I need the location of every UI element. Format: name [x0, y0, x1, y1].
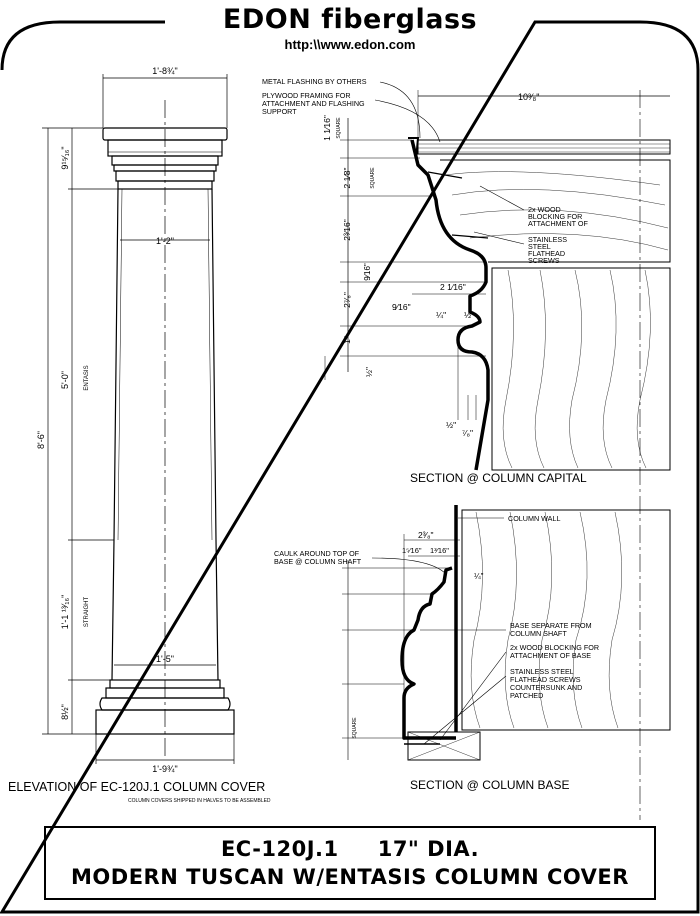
note-metal-flashing: METAL FLASHING BY OTHERS [262, 77, 367, 86]
dim-cap-1: 1 1⁄16" [322, 115, 332, 141]
note-screws-2: STEEL [528, 242, 551, 251]
note-base-screws-2: FLATHEAD SCREWS [510, 675, 581, 684]
note-blocking-2: BLOCKING FOR [528, 212, 582, 221]
base-section-caption: SECTION @ COLUMN BASE [410, 778, 570, 792]
dim-base-a: 1⁵⁄16" [402, 546, 422, 555]
title-model-line: EC-120J.1 17" DIA. [220, 837, 480, 861]
dim-cap-h6: ⁷⁄₈" [462, 428, 473, 438]
note-caulk-2: BASE @ COLUMN SHAFT [274, 557, 362, 566]
title-description-line: MODERN TUSCAN W/ENTASIS COLUMN COVER [71, 865, 629, 889]
base-section [342, 505, 671, 761]
website-url: http:\\www.edon.com [284, 37, 416, 52]
dim-base-top: 2³⁄₈" [418, 530, 434, 540]
dim-cap-4: 9⁄16" [363, 263, 372, 281]
label-entasis: ENTASIS [84, 365, 90, 390]
dim-cap-5: 2⁷⁄₈" [342, 292, 352, 308]
capital-section-caption: SECTION @ COLUMN CAPITAL [410, 471, 587, 485]
note-base-blocking-1: 2x WOOD BLOCKING FOR [510, 643, 599, 652]
dim-cap-3: 2³⁄16" [342, 219, 352, 240]
dim-neck-width: 1'-2" [156, 236, 174, 246]
header: EDON fiberglass http:\\www.edon.com [0, 4, 700, 52]
note-base-screws-4: PATCHED [510, 691, 543, 700]
label-cap-1: SQUARE [336, 117, 342, 139]
capital-section-text: METAL FLASHING BY OTHERS PLYWOOD FRAMING… [262, 77, 589, 438]
dim-total-height: 8'-6" [36, 431, 46, 449]
note-base-separate-2: COLUMN SHAFT [510, 629, 567, 638]
brand-title: EDON fiberglass [222, 4, 478, 35]
note-plywood-3: SUPPORT [262, 107, 297, 116]
dim-cap-h4: ½" [464, 310, 474, 320]
note-base-screws-1: STAINLESS STEEL [510, 667, 574, 676]
note-base-separate-1: BASE SEPARATE FROM [510, 621, 592, 630]
dim-base-c: ¼" [474, 572, 484, 581]
dim-cap-6: 1" [342, 336, 352, 344]
dim-cap-h3: ¼" [436, 310, 446, 320]
dim-cap-h1: 2 1⁄16" [440, 282, 466, 292]
dim-base-height: 8½" [60, 704, 70, 720]
note-plywood-2: ATTACHMENT AND FLASHING [262, 99, 365, 108]
dim-cap-h2: 9⁄16" [392, 302, 411, 312]
sheet-frame [0, 20, 700, 914]
elevation-caption: ELEVATION OF EC-120J.1 COLUMN COVER [8, 780, 265, 794]
dim-cap-h5: ½" [446, 420, 456, 430]
note-screws-3: FLATHEAD [528, 249, 565, 258]
dim-capital-height: 9¹⁵⁄₁₆" [60, 146, 70, 169]
title-block: EC-120J.1 17" DIA. MODERN TUSCAN W/ENTAS… [44, 826, 656, 900]
note-base-screws-3: COUNTERSUNK AND [510, 683, 582, 692]
note-column-wall: COLUMN WALL [508, 514, 560, 523]
base-section-text: COLUMN WALL 2³⁄₈" 1⁵⁄16" 1³⁄16" ¼" CAULK… [274, 514, 599, 739]
dim-cap-2: 2 1⁄8" [342, 168, 352, 189]
dim-top-width: 1'-8¾" [152, 66, 177, 76]
note-screws-1: STAINLESS [528, 235, 567, 244]
label-straight: STRAIGHT [84, 597, 90, 628]
note-blocking-3: ATTACHMENT OF [528, 219, 589, 228]
note-screws-4: SCREWS [528, 256, 560, 265]
dim-straight-height: 1'-1 ¹³⁄₁₆" [60, 595, 70, 630]
dim-base-square: SQUARE [352, 717, 358, 739]
note-base-blocking-2: ATTACHMENT OF BASE [510, 651, 591, 660]
note-plywood-1: PLYWOOD FRAMING FOR [262, 91, 351, 100]
dim-base-width: 1'-5" [156, 654, 174, 664]
dim-base-b: 1³⁄16" [430, 546, 449, 555]
elevation-dim-text: 1'-8¾" 1'-2" 1'-5" 1'-9¾" 8'-6" 9¹⁵⁄₁₆" … [36, 66, 178, 774]
dim-projection: 10³⁄₈" [518, 92, 539, 102]
elevation-subcaption: COLUMN COVERS SHIPPED IN HALVES TO BE AS… [128, 798, 271, 804]
elevation-dimensions [42, 74, 235, 764]
note-caulk-1: CAULK AROUND TOP OF [274, 549, 360, 558]
dim-cap-7: ½" [364, 367, 374, 377]
label-cap-2: SQUARE [370, 167, 376, 189]
dim-plinth-width: 1'-9¾" [152, 764, 177, 774]
note-blocking-1: 2x WOOD [528, 205, 561, 214]
dim-entasis-height: 5'-0" [60, 371, 70, 389]
capital-section [324, 81, 671, 820]
